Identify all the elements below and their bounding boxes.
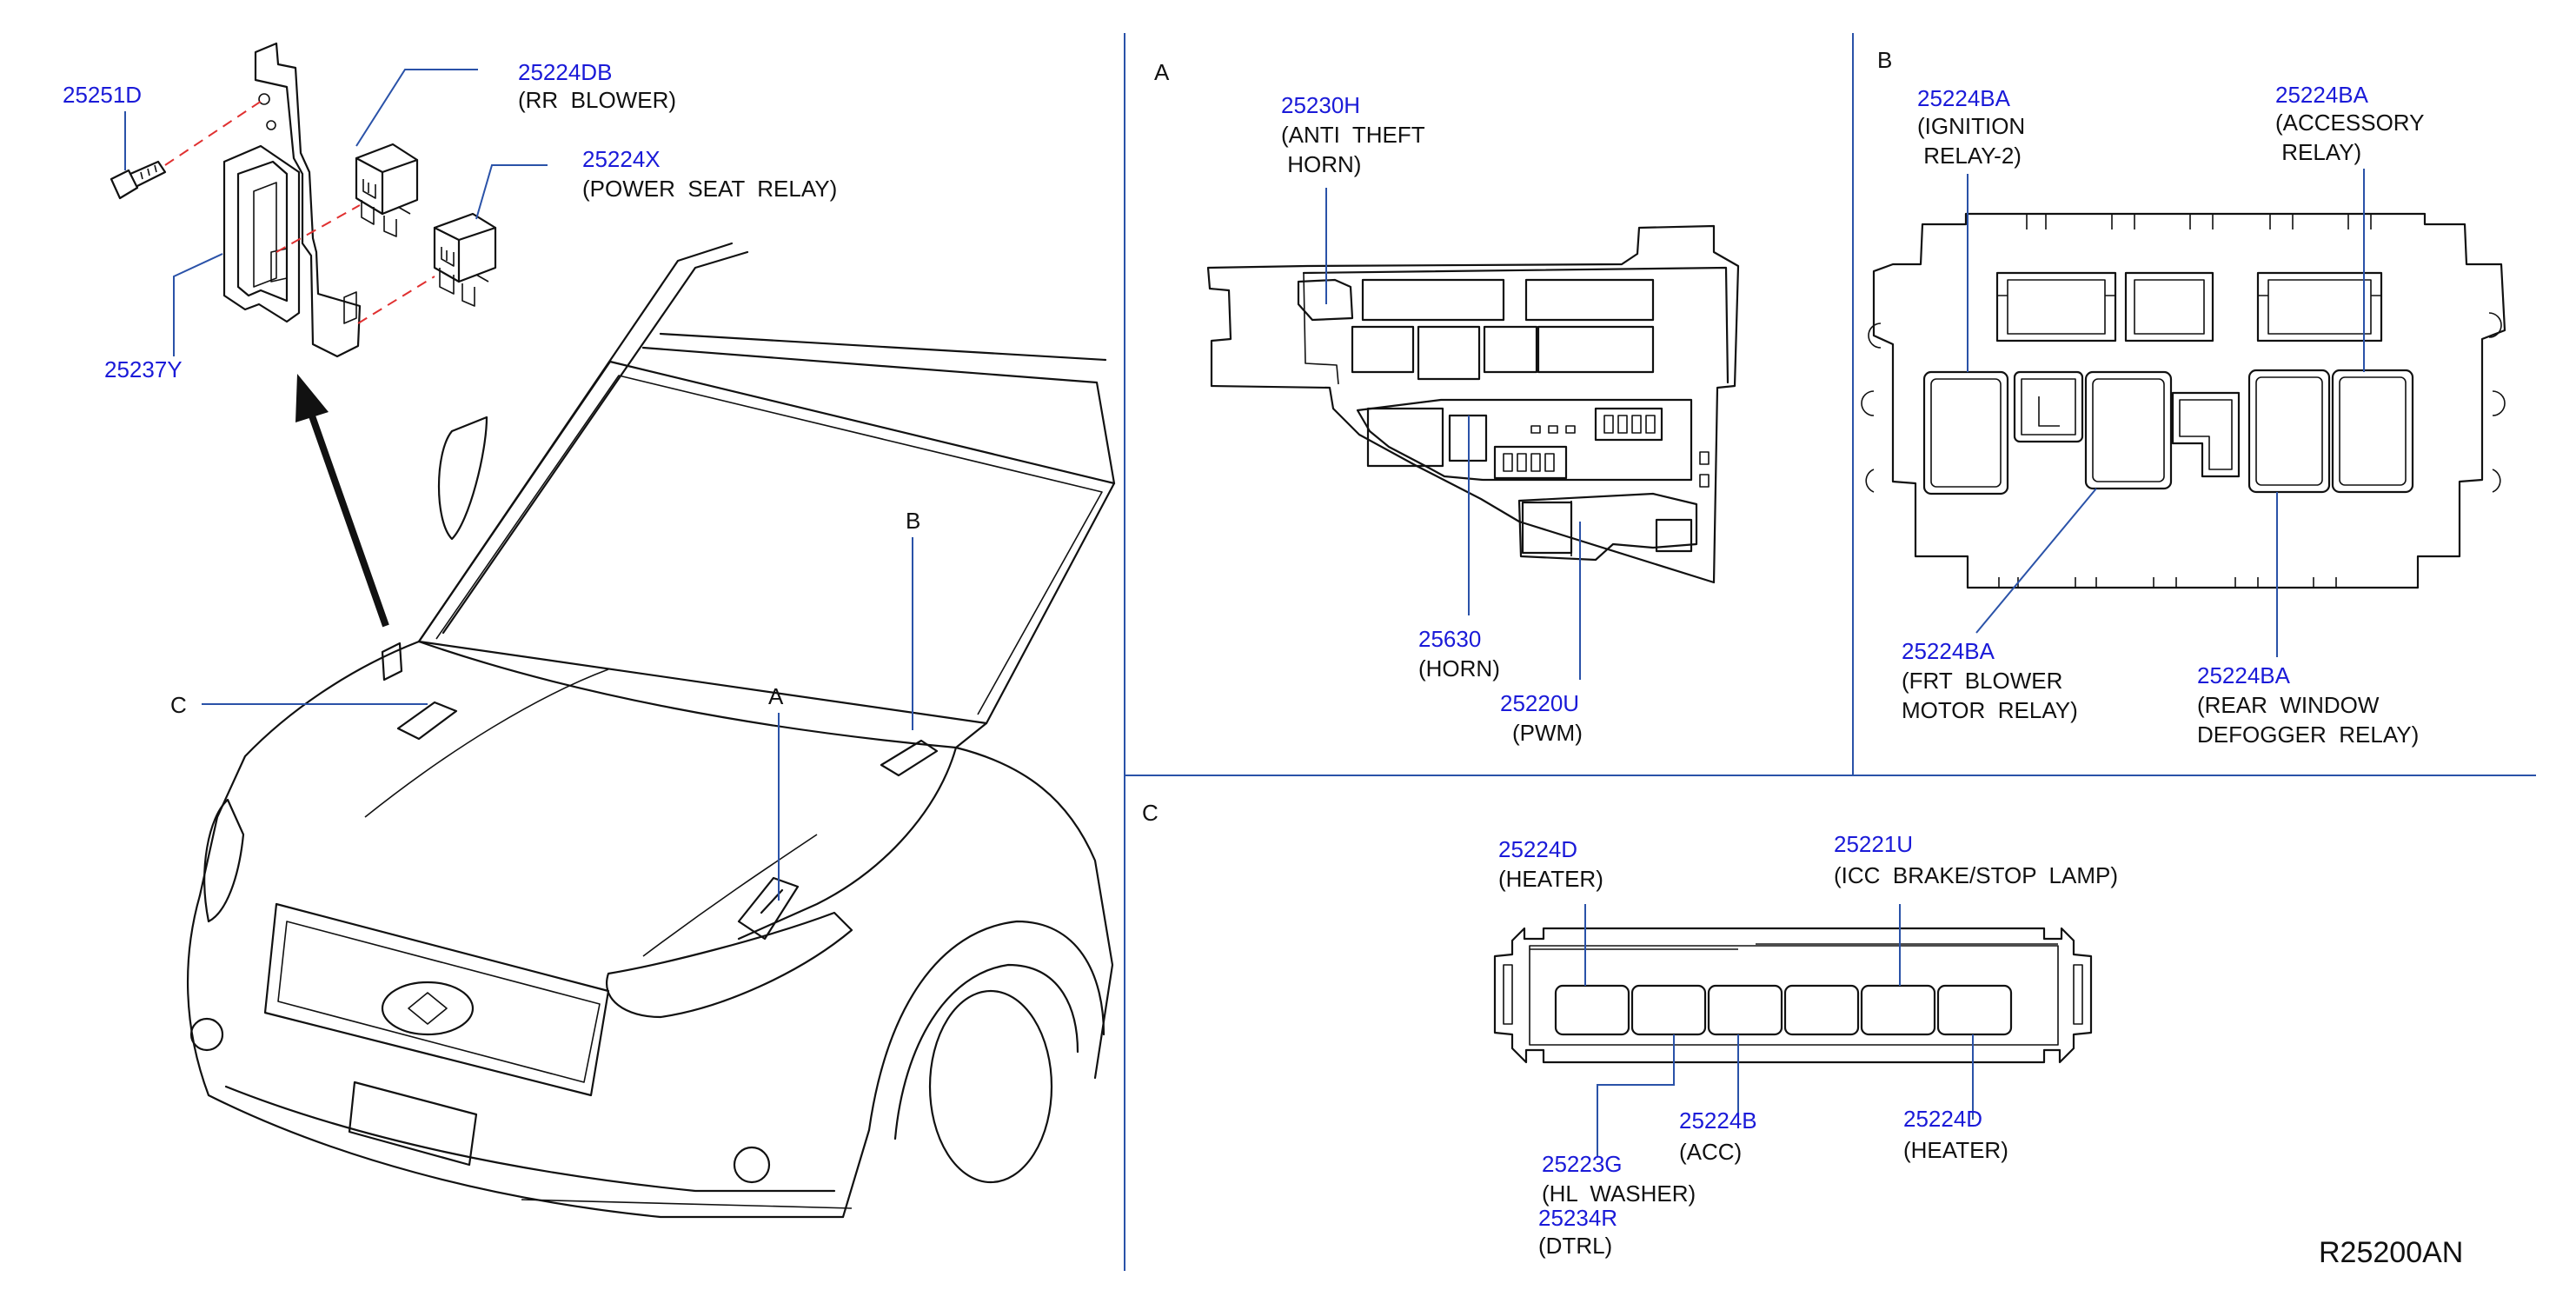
part-number: 25234R — [1538, 1205, 1617, 1231]
part-number: 25237Y — [104, 356, 183, 382]
section-c-leaders — [1584, 904, 1974, 1156]
part-description: (REAR WINDOW — [2197, 692, 2380, 718]
relay-bracket-illustration — [110, 42, 497, 358]
part-number: 25224BA — [2275, 82, 2369, 108]
part-description: RELAY) — [2275, 139, 2361, 165]
part-number: 25224D — [1903, 1106, 1982, 1132]
overview-leaders — [124, 69, 548, 356]
part-description: HORN) — [1281, 151, 1361, 177]
part-description: (FRT BLOWER — [1902, 668, 2062, 694]
section-c-relay-block-illustration — [1493, 927, 2093, 1064]
callout-b: B — [906, 508, 920, 534]
part-number: 25224B — [1679, 1107, 1757, 1134]
part-number: 25221U — [1834, 831, 1913, 857]
part-description: (HEATER) — [1903, 1137, 2008, 1163]
part-description: (PWM) — [1512, 720, 1583, 746]
part-description: (ACCESSORY — [2275, 110, 2424, 136]
section-a-part-labels: 25230H (ANTI THEFT HORN) 25630 (HORN) 25… — [1281, 92, 1583, 746]
part-description: RELAY-2) — [1917, 143, 2022, 169]
section-b-leaders — [1967, 169, 2365, 657]
section-b-letter: B — [1877, 47, 1892, 73]
overview-part-labels: 25251D 25224DB (RR BLOWER) 25224X (POWER… — [63, 59, 837, 382]
location-arrow — [295, 374, 389, 628]
part-description: (RR BLOWER) — [518, 87, 676, 113]
section-separators — [1124, 33, 2536, 1271]
section-b-part-labels: 25224BA (IGNITION RELAY-2) 25224BA (ACCE… — [1902, 82, 2424, 748]
vehicle-front-illustration — [186, 242, 1116, 1219]
part-description: (IGNITION — [1917, 113, 2025, 139]
part-number: 25224D — [1498, 836, 1577, 862]
part-number: 25224BA — [1902, 638, 1995, 664]
part-number: 25230H — [1281, 92, 1360, 118]
section-a-fusebox-illustration — [1206, 224, 1740, 584]
section-b-relay-box-illustration — [1861, 212, 2506, 589]
part-description: (ICC BRAKE/STOP LAMP) — [1834, 862, 2118, 888]
part-description: (HORN) — [1418, 655, 1500, 682]
part-description: (HL WASHER) — [1542, 1180, 1696, 1207]
section-a-leaders — [1325, 188, 1581, 680]
part-number: 25224X — [582, 146, 661, 172]
part-number: 25224BA — [2197, 662, 2291, 688]
part-number: 25224BA — [1917, 85, 2011, 111]
part-number: 25220U — [1500, 690, 1579, 716]
part-description: (POWER SEAT RELAY) — [582, 176, 837, 202]
part-number: 25224DB — [518, 59, 612, 85]
part-description: DEFOGGER RELAY) — [2197, 721, 2419, 748]
part-description: (HEATER) — [1498, 866, 1603, 892]
part-description: (ACC) — [1679, 1139, 1742, 1165]
callout-a: A — [768, 683, 784, 709]
diagram-code: R25200AN — [2319, 1236, 2463, 1269]
part-description: (DTRL) — [1538, 1233, 1612, 1259]
part-number: 25630 — [1418, 626, 1481, 652]
part-number: 25223G — [1542, 1151, 1623, 1177]
section-c-part-labels: 25224D (HEATER) 25221U (ICC BRAKE/STOP L… — [1498, 831, 2118, 1259]
callout-c: C — [170, 692, 187, 718]
section-c-letter: C — [1142, 800, 1159, 826]
top-clips — [1998, 213, 2372, 588]
overview-callouts — [202, 537, 913, 901]
part-description: MOTOR RELAY) — [1902, 697, 2078, 723]
part-description: (ANTI THEFT — [1281, 122, 1425, 148]
part-number: 25251D — [63, 82, 142, 108]
section-a-letter: A — [1154, 59, 1170, 85]
